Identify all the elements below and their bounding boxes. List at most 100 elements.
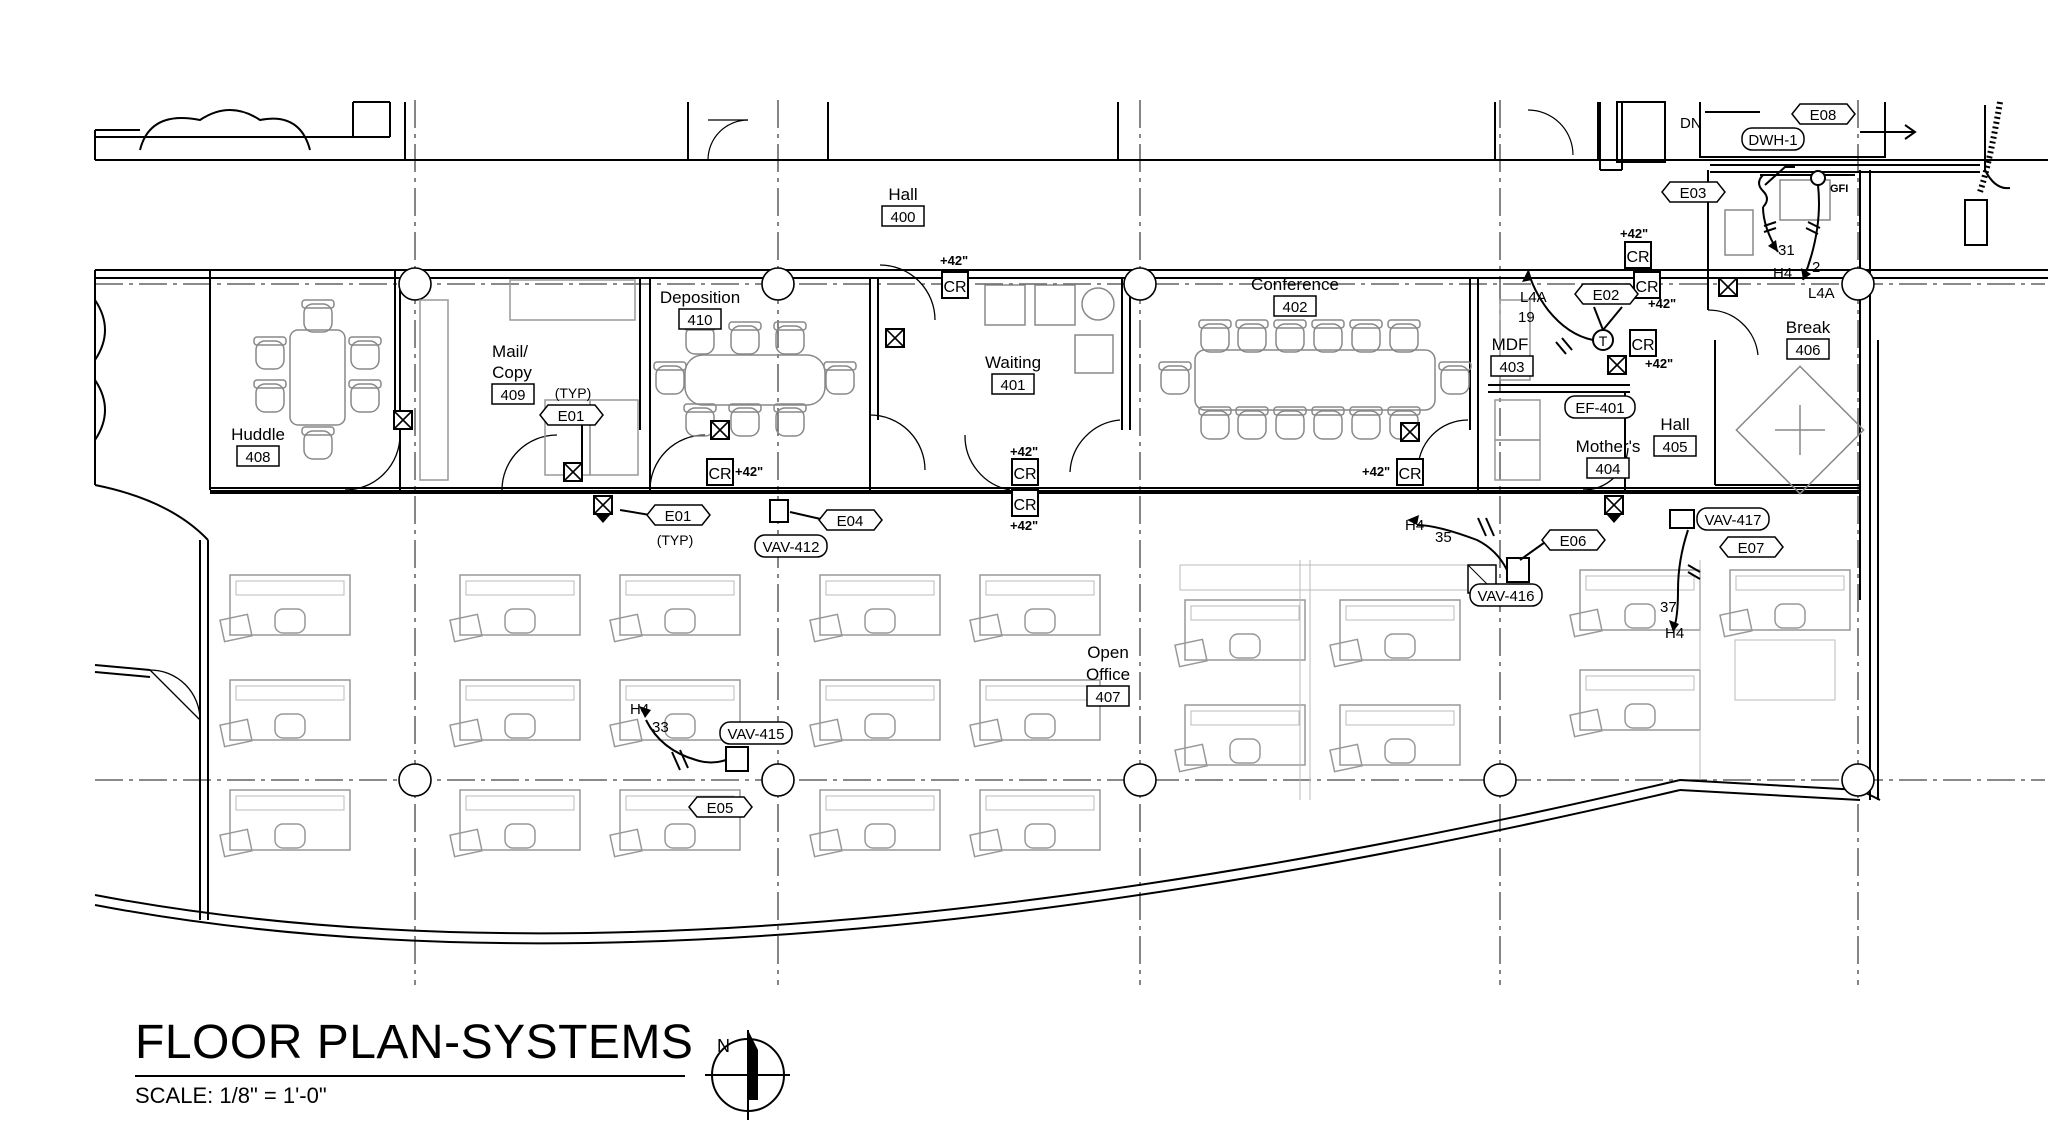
tag-e03: E03 bbox=[1661, 181, 1726, 203]
svg-text:E03: E03 bbox=[1680, 185, 1707, 202]
room-mail-copy-409: Mail/ Copy 409 bbox=[491, 342, 535, 405]
room-name-line2: Office bbox=[1086, 665, 1130, 684]
room-name: Mother's bbox=[1576, 437, 1641, 456]
circuit-slashes bbox=[671, 221, 1821, 771]
north-arrow: N bbox=[705, 1030, 790, 1120]
mount-height-note: +42" bbox=[1010, 444, 1038, 459]
tag-e08: E08 bbox=[1791, 103, 1856, 125]
drawing-scale: SCALE: 1/8" = 1'-0" bbox=[135, 1083, 327, 1108]
cr-box: CR bbox=[1624, 241, 1652, 269]
open-office-workstations bbox=[219, 569, 1851, 858]
tag-e06: E06 bbox=[1541, 529, 1606, 551]
title-underline bbox=[135, 1075, 685, 1077]
cr-box: CR bbox=[1011, 489, 1039, 517]
mount-height-note: +42" bbox=[735, 464, 763, 479]
typ-note: (TYP) bbox=[555, 385, 592, 401]
deposition-table bbox=[653, 321, 857, 437]
room-name: Hall bbox=[888, 185, 917, 204]
room-hall-405: Hall 405 bbox=[1653, 415, 1697, 457]
tag-ef-401: EF-401 bbox=[1564, 395, 1636, 419]
equipment-tags: E01 (TYP) E01 (TYP) E02 E03 E04 E05 E06 bbox=[539, 103, 1856, 818]
cr-box: CR bbox=[941, 271, 969, 299]
tag-dwh-1: DWH-1 bbox=[1741, 127, 1805, 151]
circuit-number: 2 bbox=[1812, 259, 1820, 276]
room-number: 401 bbox=[1000, 377, 1025, 394]
svg-text:E07: E07 bbox=[1738, 540, 1765, 557]
tag-vav-417: VAV-417 bbox=[1696, 507, 1770, 531]
tag-vav-416: VAV-416 bbox=[1469, 583, 1543, 607]
mount-height-note: +42" bbox=[1010, 518, 1038, 533]
circuit-number: 35 bbox=[1435, 529, 1452, 546]
svg-text:E06: E06 bbox=[1560, 533, 1587, 550]
svg-text:DWH-1: DWH-1 bbox=[1748, 132, 1797, 149]
exterior-walls bbox=[94, 101, 2048, 246]
room-labels: Hall 400 Deposition 410 Waiting 401 Conf… bbox=[231, 185, 1831, 707]
waiting-furniture bbox=[984, 284, 1115, 374]
room-hall-400: Hall 400 bbox=[881, 185, 925, 227]
cr-box: CR bbox=[1011, 458, 1039, 486]
cr-label: CR bbox=[1013, 466, 1036, 483]
room-name: Hall bbox=[1660, 415, 1689, 434]
room-name: Break bbox=[1786, 318, 1831, 337]
circuit-arrows bbox=[639, 240, 1811, 718]
tag-e01-upper: E01 (TYP) bbox=[539, 385, 604, 426]
room-name: Mail/ bbox=[492, 342, 528, 361]
room-huddle-408: Huddle 408 bbox=[231, 425, 285, 467]
tag-e02: E02 bbox=[1574, 283, 1639, 305]
svg-text:E04: E04 bbox=[837, 513, 864, 530]
room-mothers-404: Mother's 404 bbox=[1576, 437, 1641, 479]
cr-box: CR bbox=[1633, 271, 1661, 299]
cr-label: CR bbox=[1631, 337, 1654, 354]
tag-e05: E05 bbox=[688, 796, 753, 818]
room-open-office-407: Open Office 407 bbox=[1086, 643, 1130, 707]
tag-vav-412: VAV-412 bbox=[754, 534, 828, 558]
room-number: 408 bbox=[245, 449, 270, 466]
stair-down-label: DN bbox=[1680, 115, 1702, 132]
svg-text:E02: E02 bbox=[1593, 287, 1620, 304]
room-deposition-410: Deposition 410 bbox=[660, 288, 740, 330]
mother-room-furniture bbox=[1494, 299, 1541, 481]
room-number: 410 bbox=[687, 312, 712, 329]
north-label: N bbox=[717, 1036, 730, 1056]
curved-wall bbox=[94, 270, 1881, 945]
cr-box: CR bbox=[706, 458, 734, 486]
room-name: Deposition bbox=[660, 288, 740, 307]
room-waiting-401: Waiting 401 bbox=[985, 353, 1041, 395]
circuit-panel: H4 bbox=[630, 701, 649, 718]
room-name: Waiting bbox=[985, 353, 1041, 372]
break-table bbox=[1724, 179, 1865, 495]
room-name: Huddle bbox=[231, 425, 285, 444]
tag-vav-415: VAV-415 bbox=[719, 721, 793, 745]
room-name-line2: Copy bbox=[492, 363, 532, 382]
svg-text:E08: E08 bbox=[1810, 107, 1837, 124]
room-number: 403 bbox=[1499, 359, 1524, 376]
circuit-panel: H4 bbox=[1665, 625, 1684, 642]
circuit-panel: L4A bbox=[1808, 285, 1835, 302]
room-number: 406 bbox=[1795, 342, 1820, 359]
room-walls bbox=[95, 170, 2048, 800]
huddle-table bbox=[253, 299, 382, 460]
thermostat-label: T bbox=[1599, 333, 1608, 349]
mount-height-note: +42" bbox=[1620, 226, 1648, 241]
tag-e04: E04 bbox=[818, 509, 883, 531]
mail-copy-furniture bbox=[419, 279, 639, 481]
cr-box: CR bbox=[1396, 458, 1424, 486]
cr-box: CR bbox=[1629, 329, 1657, 357]
mount-height-note: +42" bbox=[1645, 356, 1673, 371]
cr-label: CR bbox=[1398, 466, 1421, 483]
circuit-number: 37 bbox=[1660, 599, 1677, 616]
room-name: Conference bbox=[1251, 275, 1339, 294]
room-break-406: Break 406 bbox=[1786, 318, 1831, 360]
gfi-label: GFI bbox=[1830, 183, 1848, 195]
cr-label: CR bbox=[1013, 497, 1036, 514]
typ-note: (TYP) bbox=[657, 532, 694, 548]
cr-label: CR bbox=[1626, 249, 1649, 266]
circuit-number: 33 bbox=[652, 719, 669, 736]
svg-text:E01: E01 bbox=[665, 508, 692, 525]
cr-label: CR bbox=[1635, 279, 1658, 296]
svg-text:VAV-412: VAV-412 bbox=[763, 539, 820, 556]
room-number: 402 bbox=[1282, 299, 1307, 316]
svg-text:E05: E05 bbox=[707, 800, 734, 817]
room-conference-402: Conference 402 bbox=[1251, 275, 1339, 317]
circuit-panel: L4A bbox=[1520, 289, 1547, 306]
